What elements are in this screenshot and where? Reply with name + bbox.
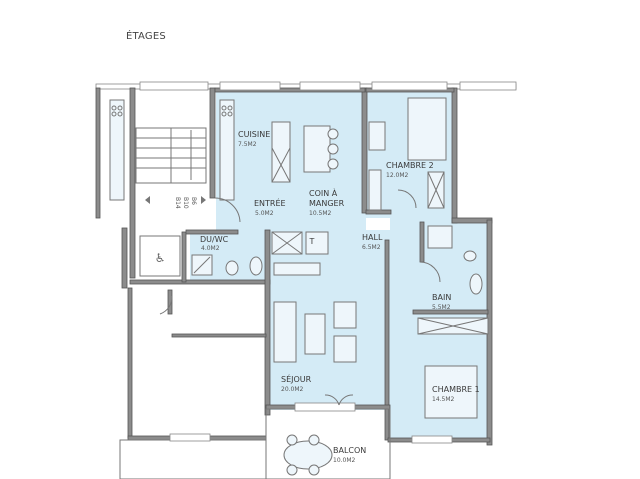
room-labels: CUISINE 7.5M2 ENTRÉE 5.0M2 COIN À MANGER… <box>200 130 480 464</box>
room-coin-a-manger-area: 10.5M2 <box>309 210 332 217</box>
fixtures <box>159 97 489 476</box>
page-title: ÉTAGES <box>126 31 166 42</box>
room-du-wc-area: 4.0M2 <box>201 245 220 252</box>
stair-label-b10: B10 <box>182 197 189 209</box>
room-du-wc-name: DU/WC <box>200 235 229 244</box>
kitchen-units <box>109 99 339 201</box>
room-hall-name: HALL <box>362 233 383 242</box>
staircase <box>135 127 207 204</box>
windows <box>139 81 517 444</box>
room-balcon-name: BALCON <box>333 446 366 455</box>
room-cuisine-name: CUISINE <box>238 130 270 139</box>
accessible-wc: ♿ <box>139 235 181 277</box>
room-cuisine-area: 7.5M2 <box>238 141 257 148</box>
room-chambre-1-area: 14.5M2 <box>432 396 455 403</box>
room-sejour-name: SÉJOUR <box>281 373 312 384</box>
stair-label-b6: B6 <box>190 197 197 205</box>
stair-label-b14: B14 <box>174 197 181 209</box>
dryer-label: T <box>309 237 315 246</box>
room-chambre-2-name: CHAMBRE 2 <box>386 161 434 170</box>
room-sejour-area: 20.0M2 <box>281 386 304 393</box>
room-coin-a-manger-name2: MANGER <box>309 199 345 208</box>
room-entree-name: ENTRÉE <box>254 197 286 208</box>
room-coin-a-manger-name: COIN À <box>309 187 338 198</box>
room-bain-name: BAIN <box>432 293 451 302</box>
room-entree-area: 5.0M2 <box>255 210 274 217</box>
wheelchair-icon: ♿ <box>155 251 166 265</box>
room-chambre-2-area: 12.0M2 <box>386 172 409 179</box>
room-chambre-1-name: CHAMBRE 1 <box>432 385 480 394</box>
room-balcon-area: 10.0M2 <box>333 457 356 464</box>
room-hall-area: 6.5M2 <box>362 244 381 251</box>
room-bain-area: 5.5M2 <box>432 304 451 311</box>
